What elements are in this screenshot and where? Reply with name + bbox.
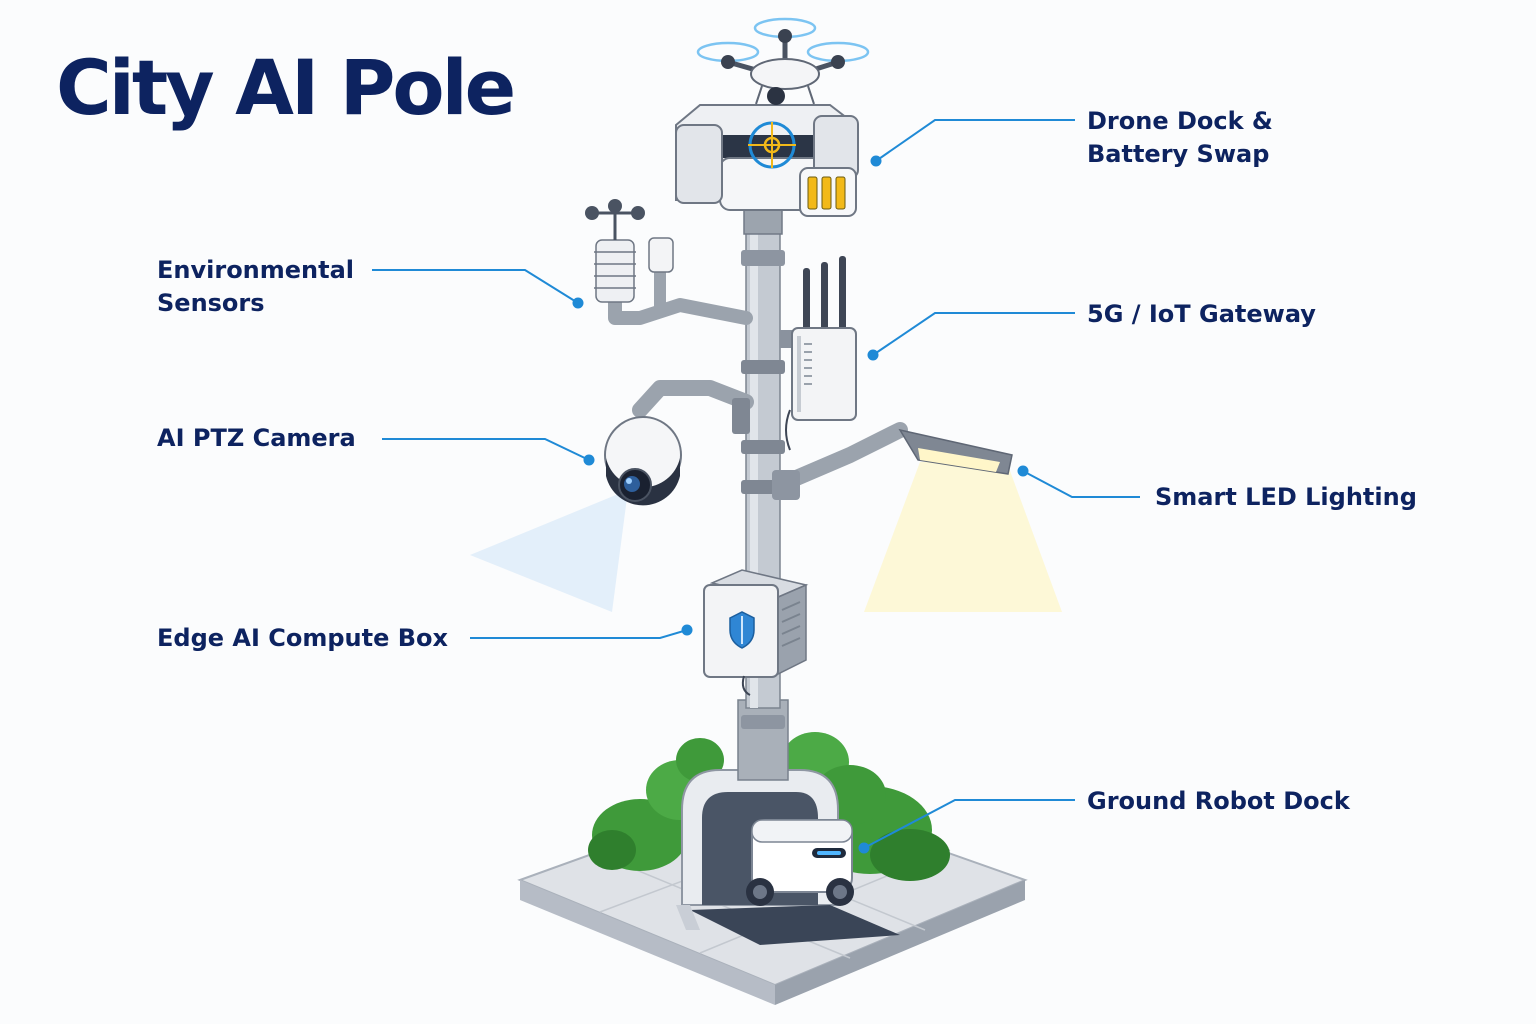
label-robot-dock: Ground Robot Dock — [1087, 787, 1350, 815]
quadcopter-drone-icon — [696, 17, 870, 105]
leader-dots — [572, 155, 1029, 854]
smart-led-luminaire — [772, 422, 1062, 612]
leader-robot-dock — [863, 799, 1075, 849]
drone-dock — [675, 104, 859, 235]
label-drone-dock: Drone Dock & Battery Swap — [1087, 107, 1273, 168]
leader-environmental — [372, 269, 579, 304]
leader-camera — [382, 438, 590, 461]
anemometer-icon — [585, 199, 645, 240]
leader-edge-box — [470, 629, 688, 639]
label-gateway: 5G / IoT Gateway — [1087, 300, 1316, 328]
leader-lines — [372, 119, 1140, 849]
label-edge-compute: Edge AI Compute Box — [157, 624, 448, 652]
radiation-shield — [594, 239, 636, 303]
gateway-device — [780, 256, 857, 451]
light-beam — [864, 460, 1062, 612]
page-title: City AI Pole — [56, 43, 516, 132]
camera-view-cone — [470, 490, 628, 612]
leader-lighting — [1022, 470, 1140, 498]
leader-gateway — [872, 312, 1075, 356]
leader-drone-dock — [875, 119, 1075, 162]
label-environmental-sensors: Environmental Sensors — [157, 256, 355, 317]
label-ptz-camera: AI PTZ Camera — [157, 424, 356, 452]
edge-compute-box — [703, 569, 809, 696]
environmental-sensor-arm — [585, 199, 753, 325]
ptz-camera — [470, 380, 754, 612]
delivery-robot — [746, 819, 854, 906]
label-smart-lighting: Smart LED Lighting — [1155, 483, 1417, 511]
